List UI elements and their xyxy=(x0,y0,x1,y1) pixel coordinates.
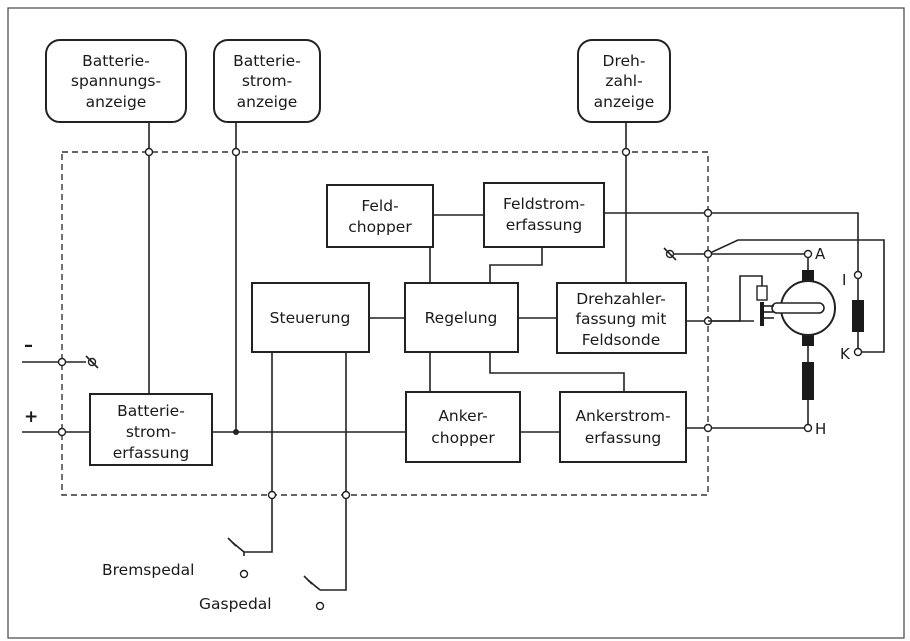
display-speed: Dreh- zahl- anzeige xyxy=(577,39,671,123)
display-battery-current-line1: Batterie- xyxy=(233,52,301,70)
block-battery-current-sensing-line2: strom- xyxy=(126,423,176,441)
terminal-i-label: I xyxy=(842,271,846,289)
display-battery-voltage: Batterie- spannungs- anzeige xyxy=(45,39,187,123)
series-winding-icon xyxy=(802,362,814,400)
block-battery-current-sensing-line3: erfassung xyxy=(113,444,190,462)
block-regulation: Regelung xyxy=(404,282,519,353)
block-armature-chopper-line1: Anker- xyxy=(438,407,487,425)
display-battery-voltage-line2: spannungs- xyxy=(71,72,161,90)
block-field-chopper-line1: Feld- xyxy=(361,197,398,215)
block-speed-sensing-line1: Drehzahler- xyxy=(576,290,666,308)
block-armature-chopper: Anker- chopper xyxy=(405,391,521,463)
display-battery-current-line3: anzeige xyxy=(237,93,298,111)
block-armature-current-sensing-line1: Ankerstrom- xyxy=(575,407,670,425)
block-speed-sensing-line3: Feldsonde xyxy=(582,331,661,349)
switch-field-icon xyxy=(663,247,677,261)
terminal-k-label: K xyxy=(840,345,851,363)
block-control-unit-line1: Steuerung xyxy=(270,309,351,327)
switch-minus-icon xyxy=(85,355,99,369)
block-regulation-line1: Regelung xyxy=(425,309,498,327)
display-speed-line3: anzeige xyxy=(594,93,655,111)
terminal-a-label: A xyxy=(815,245,826,263)
display-battery-voltage-line3: anzeige xyxy=(86,93,147,111)
block-field-current-sensing: Feldstrom- erfassung xyxy=(483,182,605,248)
block-field-current-sensing-line2: erfassung xyxy=(506,216,583,234)
block-armature-chopper-line2: chopper xyxy=(431,429,495,447)
block-speed-sensing-line2: fassung mit xyxy=(575,310,666,328)
block-field-current-sensing-line1: Feldstrom- xyxy=(503,195,585,213)
block-armature-current-sensing-line2: erfassung xyxy=(585,429,662,447)
motor-icon xyxy=(771,270,836,346)
brake-pedal-label: Bremspedal xyxy=(102,561,194,579)
terminal-h-label: H xyxy=(815,420,826,438)
block-speed-sensing: Drehzahler- fassung mit Feldsonde xyxy=(556,282,687,354)
hall-sensor-icon xyxy=(708,275,774,326)
junction-nodes xyxy=(57,147,863,500)
display-battery-current: Batterie- strom- anzeige xyxy=(213,39,321,123)
outer-frame xyxy=(7,7,905,639)
brake-pedal-switch-icon xyxy=(227,537,249,579)
gas-pedal-switch-icon xyxy=(303,575,325,611)
wiring xyxy=(22,122,885,591)
controller-enclosure xyxy=(61,151,709,496)
terminal-minus-label: – xyxy=(24,335,33,356)
terminal-plus-label: + xyxy=(24,407,38,427)
block-field-chopper: Feld- chopper xyxy=(326,184,434,248)
block-control-unit: Steuerung xyxy=(251,282,370,353)
display-battery-current-line2: strom- xyxy=(242,72,292,90)
block-battery-current-sensing-line1: Batterie- xyxy=(117,402,185,420)
display-speed-line2: zahl- xyxy=(605,72,642,90)
field-winding-icon xyxy=(852,300,864,332)
display-battery-voltage-line1: Batterie- xyxy=(82,52,150,70)
block-armature-current-sensing: Ankerstrom- erfassung xyxy=(559,391,687,463)
block-field-chopper-line2: chopper xyxy=(348,218,412,236)
gas-pedal-label: Gaspedal xyxy=(199,595,272,613)
block-battery-current-sensing: Batterie- strom- erfassung xyxy=(89,393,213,466)
display-speed-line1: Dreh- xyxy=(603,52,646,70)
